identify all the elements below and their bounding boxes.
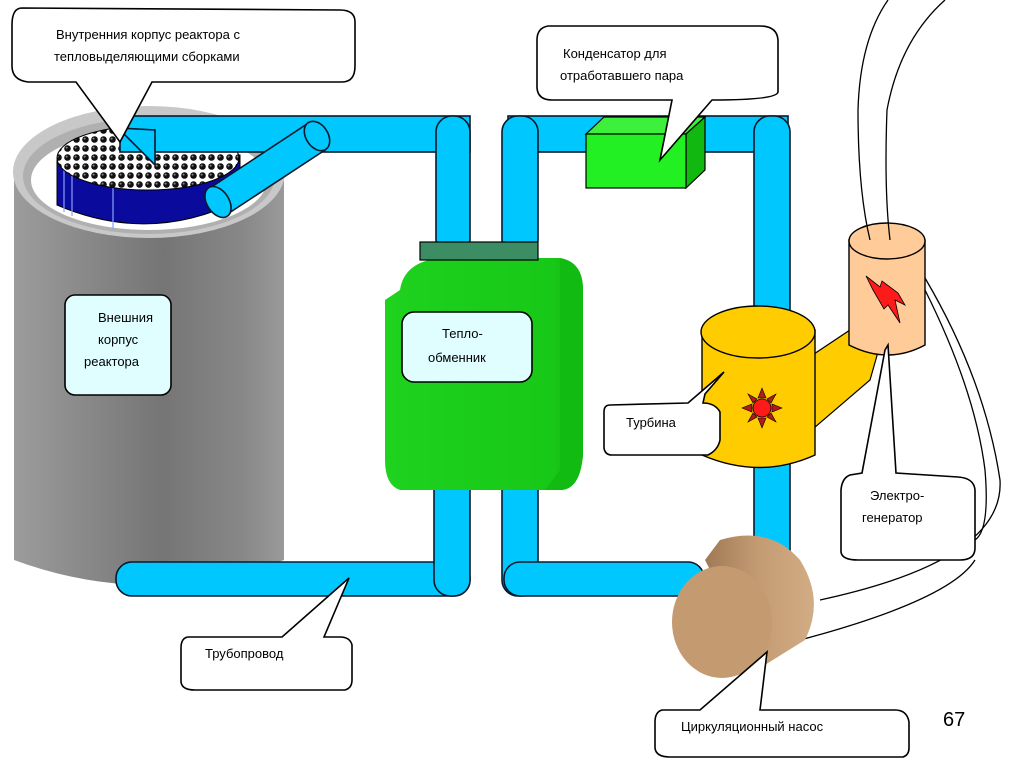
sun-burst-icon [741, 387, 783, 429]
callout-pump: Циркуляционный насос [654, 650, 910, 758]
callout-text: Электро- [870, 488, 924, 503]
primary-loop-pipes [115, 115, 471, 597]
pipe-segment [435, 115, 471, 257]
callout-text: Турбина [626, 415, 677, 430]
circulation-pump [672, 535, 814, 678]
callout-generator: Электро- генератор [840, 342, 976, 561]
callout-condenser: Конденсатор для отработавшего пара [536, 25, 779, 163]
callout-text: обменник [428, 350, 486, 365]
callout-text: Трубопровод [205, 646, 284, 661]
callout-text: Циркуляционный насос [681, 719, 824, 734]
callout-outer-vessel: Внешния корпус реактора [64, 294, 172, 396]
callout-heat-exchanger: Тепло- обменник [401, 311, 533, 383]
heat-exchanger-cap [419, 241, 539, 261]
page-number: 67 [943, 709, 965, 731]
pipe-segment [115, 127, 156, 167]
callout-text: отработавшего пара [560, 68, 684, 83]
callout-text: генератор [862, 510, 923, 525]
callout-text: Внешния [98, 310, 153, 325]
pipe-segment [503, 561, 705, 597]
turbine [700, 305, 881, 469]
callout-turbine: Турбина [603, 371, 725, 456]
lightning-bolt-icon [865, 275, 907, 324]
pipe-elbow [204, 120, 331, 219]
callout-pipeline: Трубопровод [180, 577, 353, 691]
callout-text: реактора [84, 354, 140, 369]
callout-text: тепловыделяющими сборками [54, 49, 240, 64]
callout-inner-core: Внутренния корпус реактора с тепловыделя… [11, 7, 356, 144]
callout-text: корпус [98, 332, 139, 347]
electrical-wires [799, 0, 1001, 641]
generator [848, 222, 926, 356]
callout-text: Тепло- [442, 326, 483, 341]
callout-text: Внутренния корпус реактора с [56, 27, 240, 42]
pipe-segment [501, 115, 539, 257]
pipe-segment [115, 561, 471, 597]
callout-text: Конденсатор для [563, 46, 667, 61]
